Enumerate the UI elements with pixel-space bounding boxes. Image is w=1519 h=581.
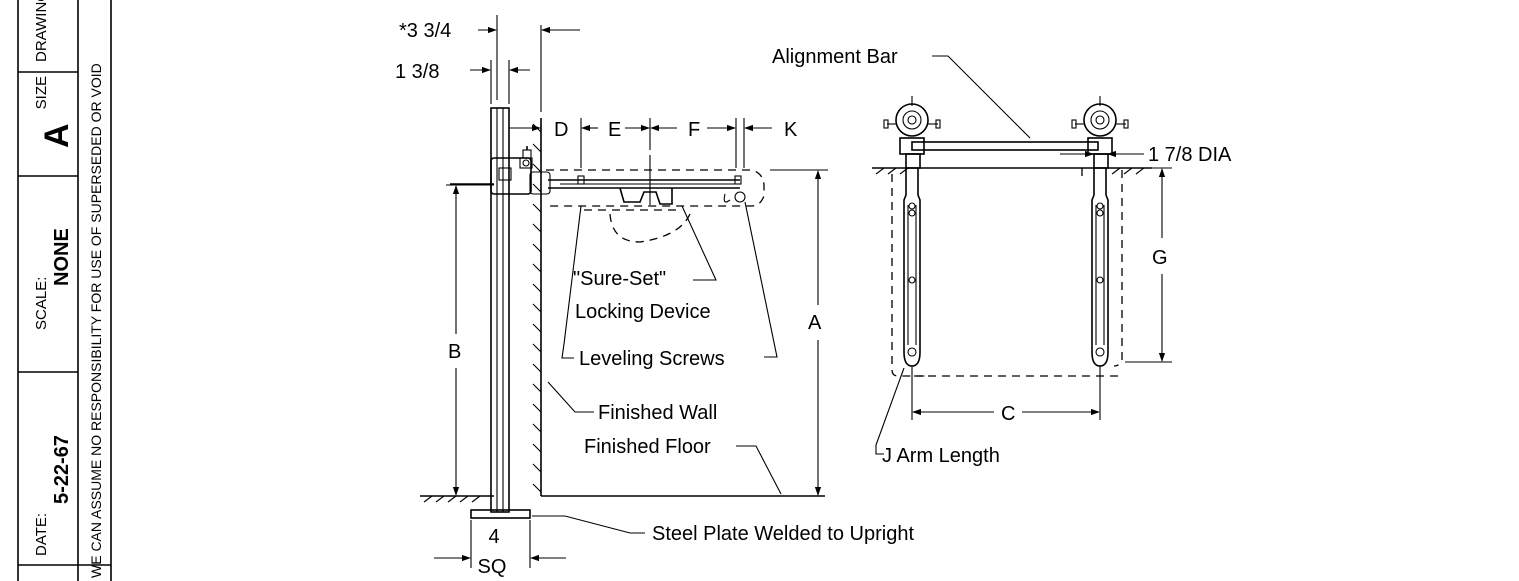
front-view: G C J Arm Length Alignment Bar 1 7/8 DIA: [772, 46, 1232, 467]
leveling-screws-label: Leveling Screws: [579, 348, 725, 370]
dim-1-3-8-label: 1 3/8: [395, 61, 439, 83]
finished-floor-label: Finished Floor: [584, 436, 711, 458]
disclaimer-text: WE CAN ASSUME NO RESPONSIBILITY FOR USE …: [88, 63, 104, 578]
left-arm: [903, 168, 921, 367]
arm-length-label: J Arm Length: [882, 445, 1000, 467]
scale-caption: SCALE:: [33, 277, 50, 330]
alignment-bar-label: Alignment Bar: [772, 46, 898, 68]
dim-F-label: F: [688, 119, 700, 141]
title-block: DRAWING SIZE A SCALE: NONE DATE: 5-22-67…: [17, 0, 112, 581]
scale-value: NONE: [51, 228, 73, 286]
date-caption: DATE:: [33, 513, 50, 556]
right-arm: [1091, 168, 1109, 367]
left-arm-head: [883, 96, 941, 169]
side-view: *3 3/4 1 3/8 D E F K A B 4 SQ: [395, 15, 914, 578]
plate-sq-label: SQ: [478, 556, 507, 578]
dim-A-label: A: [808, 312, 822, 334]
plate-width-label: 4: [488, 526, 499, 548]
dim-3-3-4-label: *3 3/4: [399, 20, 451, 42]
steel-plate: [470, 509, 531, 519]
clamp-block: [490, 157, 532, 195]
right-arm-head: [1071, 96, 1129, 169]
upright-post: [490, 107, 510, 513]
dim-E-label: E: [608, 119, 621, 141]
size-value: A: [38, 123, 76, 148]
sure-set-line2: Locking Device: [575, 301, 711, 323]
date-value: 5-22-67: [51, 435, 73, 504]
steel-plate-label: Steel Plate Welded to Upright: [652, 523, 914, 545]
dim-D-label: D: [554, 119, 568, 141]
dim-C-label: C: [1001, 403, 1015, 425]
size-caption: SIZE: [33, 76, 50, 109]
alignment-bar: [911, 141, 1099, 151]
dim-B-label: B: [448, 341, 461, 363]
dim-G-label: G: [1152, 247, 1168, 269]
dia-label: 1 7/8 DIA: [1148, 144, 1232, 166]
finished-wall-label: Finished Wall: [598, 402, 717, 424]
sure-set-line1: "Sure-Set": [573, 268, 666, 290]
dim-K-label: K: [784, 119, 798, 141]
drawing-caption: DRAWING: [33, 0, 50, 62]
